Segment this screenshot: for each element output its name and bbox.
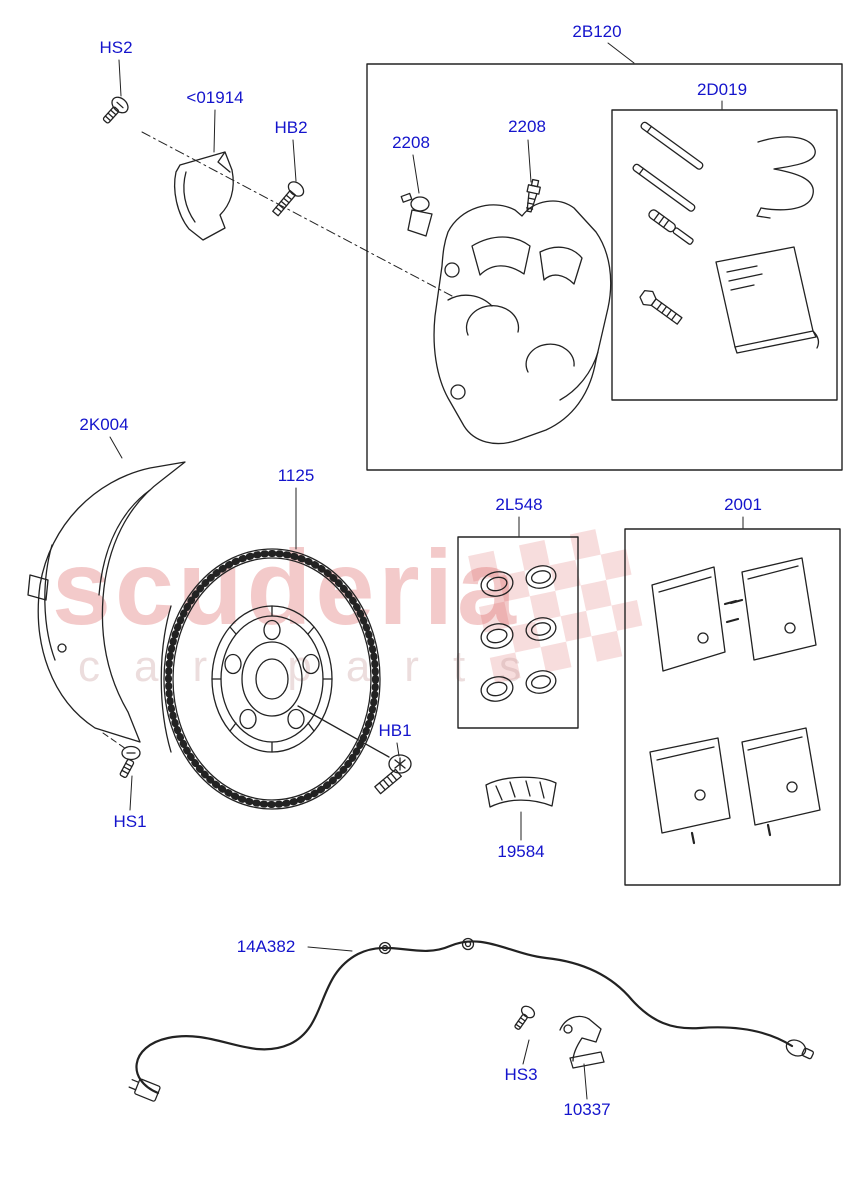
part-label-14a382[interactable]: 14A382: [236, 937, 296, 956]
dust-shield-drawing: [27, 461, 186, 743]
hs2-screw-drawing: [102, 96, 129, 124]
part-label-hs3[interactable]: HS3: [504, 1065, 538, 1084]
pads-box: [624, 528, 841, 886]
part-label-1125[interactable]: 1125: [277, 466, 315, 485]
bracket-10337-drawing: [559, 1015, 605, 1069]
part-label-hs1[interactable]: HS1: [113, 812, 147, 831]
shim-drawing: [485, 776, 557, 808]
brake-disc-drawing: [160, 548, 381, 810]
seal-kit-box: [457, 536, 579, 729]
clip-01914-drawing: [174, 151, 234, 241]
hs3-screw-drawing: [514, 1005, 536, 1030]
part-label-2l548[interactable]: 2L548: [495, 495, 543, 514]
brake-pads-drawing: [624, 528, 841, 886]
part-label-2001[interactable]: 2001: [724, 495, 762, 514]
part-label-hb2[interactable]: HB2: [274, 118, 308, 137]
hb1-bolt-drawing: [374, 754, 412, 795]
part-label-2208-sensor[interactable]: 2208: [392, 133, 430, 152]
part-label-2k004[interactable]: 2K004: [79, 415, 129, 434]
abs-harness-drawing: [128, 937, 814, 1102]
part-label-01914[interactable]: <01914: [186, 88, 244, 107]
part-label-2d019[interactable]: 2D019: [696, 80, 748, 99]
part-label-hs2[interactable]: HS2: [99, 38, 133, 57]
axis-lines: [102, 131, 453, 758]
leader-lines: [109, 42, 744, 1100]
part-label-hb1[interactable]: HB1: [378, 721, 412, 740]
caliper-kit-box: [366, 63, 843, 471]
part-label-10337[interactable]: 10337: [563, 1100, 611, 1119]
part-label-19584[interactable]: 19584: [497, 842, 545, 861]
guide-pin-kit-drawing: [632, 121, 820, 354]
brake-caliper-drawing: [433, 200, 612, 445]
sensor-2208-drawing: [400, 192, 433, 237]
bleed-2208-drawing: [526, 178, 541, 213]
guide-pin-kit-box: [611, 109, 838, 401]
hs1-screw-drawing: [119, 745, 141, 779]
seal-kit-drawing: [457, 536, 579, 729]
hb2-bolt-drawing: [272, 181, 305, 217]
part-label-2b120[interactable]: 2B120: [572, 22, 622, 41]
part-label-2208-bleed[interactable]: 2208: [508, 117, 546, 136]
